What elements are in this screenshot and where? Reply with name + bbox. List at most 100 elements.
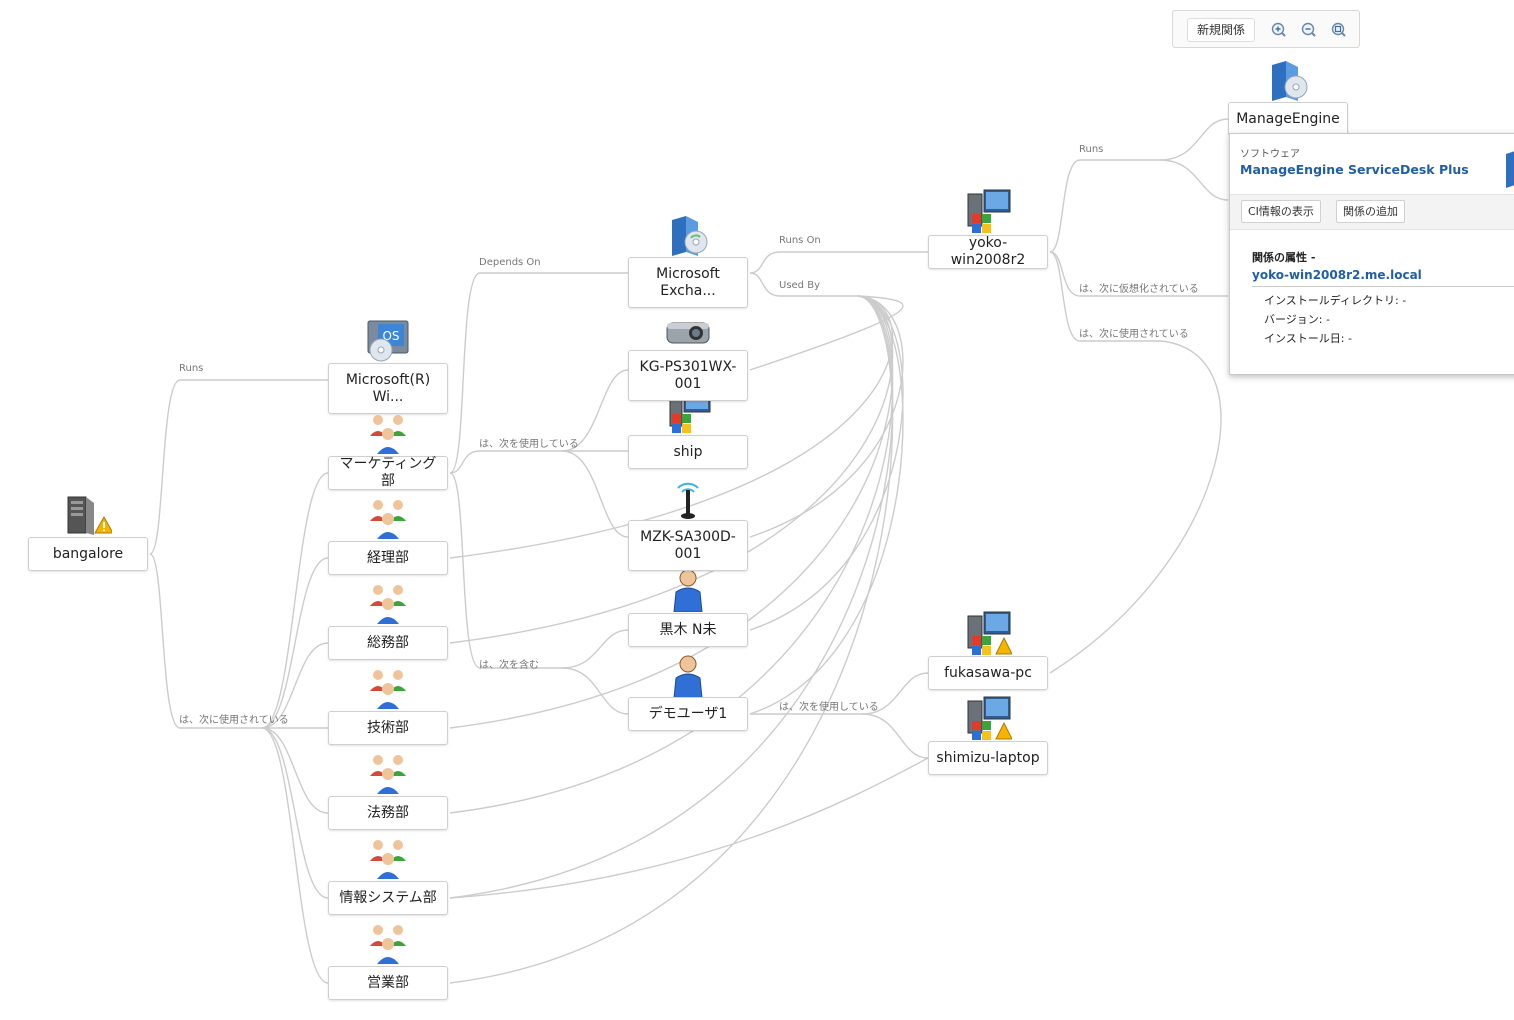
node-microsoft-os[interactable]: Microsoft(R) Wi... (328, 363, 448, 414)
node-label: ship (673, 443, 703, 460)
edge-used-by-branch (449, 295, 894, 984)
windows-laptop-warning-icon (967, 696, 1012, 740)
group-icon (370, 415, 406, 454)
edge-used-by-branch (749, 295, 904, 371)
node-label: KG-PS301WX-001 (639, 358, 737, 392)
edge-used-by-rev2-trunk (1049, 251, 1160, 342)
wireless-access-point-icon (677, 482, 699, 519)
node-label: 経理部 (367, 549, 409, 566)
node-keiri[interactable]: 経理部 (328, 541, 448, 575)
group-icon (370, 840, 406, 879)
edge-label-contains: は、次を含む (479, 660, 539, 671)
node-eigyo[interactable]: 営業部 (328, 966, 448, 1000)
node-label: Microsoft(R) Wi... (345, 371, 431, 405)
node-yoko-win2008r2[interactable]: yoko-win2008r2 (928, 235, 1048, 269)
user-icon (673, 655, 703, 698)
edge-used-by-trunk (749, 272, 858, 297)
software-box-icon (672, 216, 708, 256)
user-icon (673, 569, 703, 612)
projector-icon (666, 322, 710, 344)
edge-used-by-branch (449, 295, 894, 814)
node-demo-user[interactable]: デモユーザ1 (628, 697, 748, 731)
edge-virtualized (1049, 251, 1228, 297)
edge-bangalore-runs (149, 379, 328, 555)
edge-uses2-fukasawa (861, 672, 929, 715)
edge-contains-demo (561, 667, 629, 715)
edge-label-depends-on: Depends On (479, 257, 541, 268)
node-label: 営業部 (367, 974, 409, 991)
edge-depends-on (449, 272, 628, 474)
node-joho[interactable]: 情報システム部 (328, 881, 448, 915)
node-label: Microsoft Excha... (656, 265, 720, 299)
edge-used-by-branch (449, 295, 894, 559)
node-kuroki[interactable]: 黒木 N未 (628, 613, 748, 647)
node-label: MZK-SA300D-001 (640, 528, 736, 562)
group-icon (370, 500, 406, 539)
node-shimizu-laptop[interactable]: shimizu-laptop (928, 741, 1048, 775)
node-label: fukasawa-pc (944, 664, 1032, 681)
edge-runs2-other (1159, 159, 1229, 201)
edge-used-by-branch (749, 295, 904, 631)
edge-used-by-branch (449, 295, 894, 729)
node-kg-projector[interactable]: KG-PS301WX-001 (628, 350, 748, 401)
zoom-out-icon[interactable] (1299, 21, 1317, 39)
related-ci-link[interactable]: yoko-win2008r2.me.local (1252, 268, 1422, 282)
node-label: yoko-win2008r2 (950, 235, 1026, 268)
edge-used-by-branch (749, 295, 904, 538)
edge-label-runs-on: Runs On (779, 235, 821, 246)
edge-label-used-by-rev: は、次に使用されている (179, 715, 289, 726)
edge-label-used-by: Used By (779, 280, 820, 291)
zoom-in-icon[interactable] (1269, 21, 1287, 39)
popup-action-bar: CI情報の表示 関係の追加 (1230, 194, 1514, 230)
node-homu[interactable]: 法務部 (328, 796, 448, 830)
node-microsoft-exchange[interactable]: Microsoft Excha... (628, 257, 748, 308)
edge-label-uses: は、次を使用している (479, 439, 579, 450)
windows-server-icon (967, 189, 1011, 233)
edge-uses2-shimizu (861, 713, 929, 759)
group-icon (370, 585, 406, 624)
edge-used-by-branch (449, 295, 894, 899)
edge-used-by-branch (449, 295, 894, 644)
node-marketing[interactable]: マーケティング部 (328, 456, 448, 490)
ci-category: ソフトウェア (1240, 149, 1300, 160)
node-mzk-access-point[interactable]: MZK-SA300D-001 (628, 520, 748, 571)
node-fukasawa-pc[interactable]: fukasawa-pc (928, 656, 1048, 690)
node-ship[interactable]: ship (628, 435, 748, 469)
add-relation-button[interactable]: 関係の追加 (1336, 200, 1405, 223)
node-gijutsu[interactable]: 技術部 (328, 711, 448, 745)
ci-detail-popup: ソフトウェア ManageEngine ServiceDesk Plus CI情… (1229, 133, 1514, 375)
node-label: マーケティング部 (339, 456, 437, 489)
new-relation-button[interactable]: 新規関係 (1187, 18, 1256, 42)
edge-department-branch (261, 727, 329, 899)
software-box-icon (1506, 151, 1514, 188)
zoom-fit-icon[interactable] (1329, 21, 1347, 39)
relation-attributes-heading: 関係の属性 - (1252, 251, 1316, 264)
node-manageengine[interactable]: ManageEngine (1228, 102, 1348, 136)
view-ci-button[interactable]: CI情報の表示 (1241, 200, 1321, 223)
node-bangalore[interactable]: bangalore (28, 537, 148, 571)
edge-runs2-trunk (1049, 159, 1160, 253)
edge-department-branch (261, 642, 329, 729)
edge-uses-mzk (561, 450, 629, 538)
divider (1252, 286, 1514, 287)
ci-name: ManageEngine ServiceDesk Plus (1240, 162, 1469, 177)
edge-runs2-manage (1159, 118, 1229, 161)
group-icon (370, 670, 406, 709)
edge-label-used-by-rev-2: は、次に使用されている (1079, 329, 1189, 340)
node-label: ManageEngine (1236, 110, 1340, 127)
edge-label-virtualized: は、次に仮想化されている (1079, 284, 1199, 295)
edge-contains-kuroki (561, 629, 629, 669)
edge-label-runs-2: Runs (1079, 144, 1104, 155)
server-warning-icon (67, 496, 112, 535)
group-icon (370, 755, 406, 794)
os-software-icon: OS (367, 320, 409, 362)
node-label: 総務部 (367, 634, 409, 651)
node-somu[interactable]: 総務部 (328, 626, 448, 660)
edge-label-uses-2: は、次を使用している (779, 702, 879, 713)
edge-uses-trunk (449, 450, 562, 474)
node-label: bangalore (52, 545, 124, 562)
edge-used-by-rev2-fukasawa (1049, 340, 1222, 674)
node-label: shimizu-laptop (936, 749, 1040, 766)
edge-uses-kg (561, 369, 629, 452)
